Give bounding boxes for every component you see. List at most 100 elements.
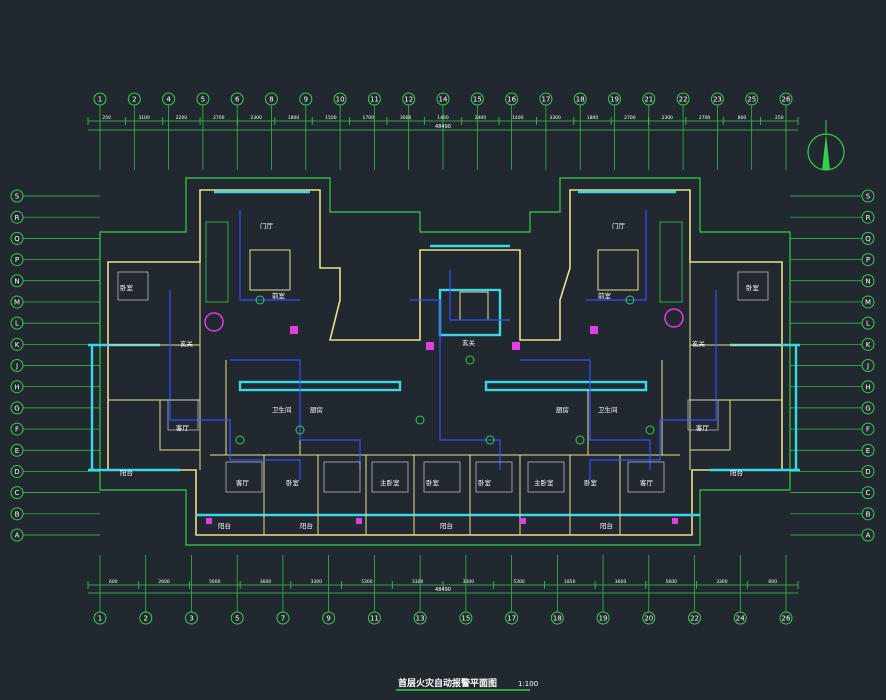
dimension-value: 2300 — [250, 115, 262, 121]
axis-label: S — [866, 193, 871, 201]
axis-bubble: F — [10, 422, 100, 436]
axis-label: L — [866, 320, 870, 328]
smoke-detectors — [235, 295, 655, 445]
room-label-master-2: 主卧室 — [534, 478, 554, 487]
axis-label: P — [15, 256, 19, 264]
room-label-bedroom-3: 卧室 — [478, 478, 492, 487]
axis-bubble: 21 — [642, 92, 656, 170]
axis-label: 19 — [610, 96, 619, 104]
furniture — [117, 271, 769, 493]
axis-label: 16 — [507, 96, 516, 104]
axis-label: 4 — [166, 96, 171, 104]
axis-bubble: 9 — [322, 555, 336, 625]
room-label-hall-1: 玄关 — [180, 339, 194, 348]
axis-label: 21 — [644, 96, 653, 104]
axis-bubble: 6 — [230, 92, 244, 170]
axis-bubble: 16 — [505, 92, 519, 170]
axis-bubble: 26 — [779, 555, 793, 625]
axis-label: H — [14, 383, 19, 391]
axis-label: 17 — [507, 615, 516, 623]
axis-bubble: L — [10, 316, 100, 330]
axis-bubble: C — [790, 486, 875, 500]
room-label-living-2: 客厅 — [236, 478, 250, 487]
axis-label: 25 — [747, 96, 756, 104]
axis-label: N — [865, 277, 870, 285]
axis-bubble: 8 — [265, 92, 278, 170]
axis-bubble: L — [790, 316, 875, 330]
room-label-master-1: 主卧室 — [380, 478, 400, 487]
dimension-value: 5600 — [209, 579, 221, 585]
axis-bubble: 19 — [596, 555, 610, 625]
room-label-balcony-4: 阳台 — [600, 521, 613, 530]
dimension-total: 48490 — [435, 124, 451, 130]
axis-label: 19 — [599, 615, 608, 623]
room-partitions — [108, 249, 782, 535]
room-label-bedroom-2: 卧室 — [426, 478, 440, 487]
room-labels: 客厅 客厅 客厅 客厅 主卧室 主卧室 卧室 卧室 卧室 卧室 卧室 卧室 厨房… — [120, 221, 760, 530]
axis-bubble: N — [10, 274, 100, 288]
axis-bubble: G — [10, 401, 100, 415]
dimension-value: 2700 — [213, 115, 225, 121]
axis-bubble: 26 — [779, 92, 793, 170]
axis-label: G — [865, 404, 870, 412]
axis-bubble: D — [10, 464, 100, 478]
axis-label: E — [866, 447, 870, 455]
dimension-value: 250 — [102, 115, 111, 121]
dimension-value: 3600 — [615, 579, 627, 585]
axis-bubble: M — [10, 295, 100, 309]
axis-label: 14 — [439, 96, 448, 104]
room-label-balcony-6: 阳台 — [730, 468, 743, 477]
axis-label: 8 — [269, 96, 273, 104]
axis-bubble: 11 — [367, 555, 381, 625]
room-label-bedroom-5: 卧室 — [120, 283, 134, 292]
axis-bubble: K — [10, 337, 100, 351]
room-label-living-left: 客厅 — [176, 423, 190, 432]
axis-bubble: 5 — [230, 555, 244, 625]
room-label-elev-1: 前室 — [272, 291, 286, 300]
axis-bubble: 22 — [676, 92, 690, 170]
axis-bubble: 9 — [299, 92, 313, 170]
dimension-value: 5600 — [665, 579, 677, 585]
axis-bubble: K — [790, 337, 875, 351]
axis-label: 6 — [235, 96, 240, 104]
axis-label: 13 — [416, 615, 425, 623]
axis-label: 17 — [541, 96, 550, 104]
dimension-value: 2700 — [699, 115, 711, 121]
dimension-value: 5300 — [513, 579, 525, 585]
room-label-bath-2: 卫生间 — [598, 405, 618, 414]
room-label-balcony-5: 阳台 — [120, 468, 133, 477]
dimension-value: 2300 — [661, 115, 673, 121]
alarm-devices — [204, 308, 684, 524]
dimension-value: 3100 — [138, 115, 150, 121]
axis-bubble: 18 — [550, 555, 564, 625]
room-label-elev-2: 前室 — [598, 291, 612, 300]
axis-bubble: R — [10, 210, 100, 224]
axis-label: Q — [865, 235, 871, 243]
axis-label: J — [15, 362, 18, 370]
axis-label: 9 — [326, 615, 330, 623]
room-label-balcony-3: 阳台 — [440, 521, 453, 530]
axis-bubble: E — [10, 443, 100, 457]
dimension-value: 1800 — [288, 115, 300, 121]
axis-bubble: 5 — [196, 92, 210, 170]
axis-bubble: 22 — [688, 555, 702, 625]
axis-bubble: B — [790, 507, 875, 521]
axis-label: S — [15, 193, 20, 201]
axis-label: 3 — [189, 615, 193, 623]
axis-bubble: 2 — [139, 555, 153, 625]
axis-label: A — [866, 532, 871, 540]
room-label-living-right: 客厅 — [696, 423, 710, 432]
dimension-value: 1500 — [325, 115, 337, 121]
room-label-bedroom-1: 卧室 — [286, 478, 300, 487]
axis-label: D — [14, 468, 19, 476]
axis-bubble: A — [10, 528, 100, 542]
axis-bubble: 12 — [402, 92, 416, 170]
axis-label: 15 — [461, 615, 470, 623]
dimension-value: 2200 — [176, 115, 188, 121]
axis-label: 15 — [473, 96, 482, 104]
dimension-value: 1850 — [564, 579, 576, 585]
